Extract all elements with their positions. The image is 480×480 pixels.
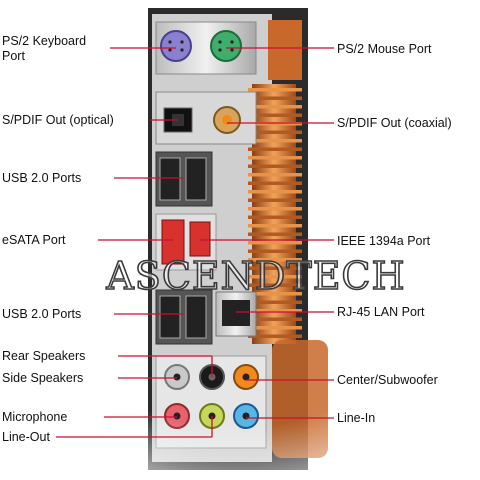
label-rear-speakers: Rear Speakers (2, 349, 86, 363)
label-line-in: Line-In (337, 411, 376, 425)
label-ieee1394: IEEE 1394a Port (337, 234, 431, 248)
leader-lines (56, 47, 334, 438)
label-esata: eSATA Port (2, 233, 66, 247)
label-center-sub: Center/Subwoofer (337, 373, 438, 387)
label-usb-bottom: USB 2.0 Ports (2, 307, 82, 321)
label-spdif-coaxial: S/PDIF Out (coaxial) (337, 116, 452, 130)
watermark-logo: ASCENDTECH (106, 253, 406, 299)
label-line-out: Line-Out (2, 430, 50, 444)
label-ps2-keyboard: PS/2 Keyboard Port (2, 34, 87, 63)
label-ps2-mouse: PS/2 Mouse Port (337, 42, 432, 56)
label-spdif-optical: S/PDIF Out (optical) (2, 113, 114, 127)
label-rj45: RJ-45 LAN Port (337, 305, 425, 319)
label-microphone: Microphone (2, 410, 68, 424)
label-usb-top: USB 2.0 Ports (2, 171, 82, 185)
label-side-speakers: Side Speakers (2, 371, 84, 385)
